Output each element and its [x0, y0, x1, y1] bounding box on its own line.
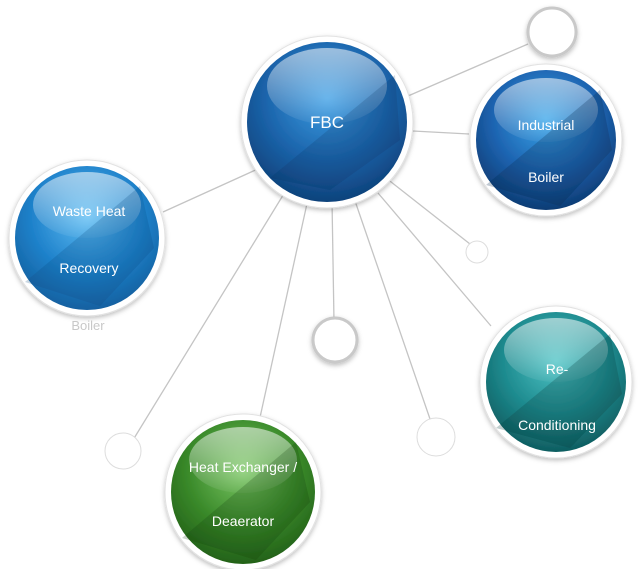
connector-line: [353, 197, 431, 420]
node-reconditioning[interactable]: Re- Conditioning: [479, 305, 633, 459]
node-heat-exchanger-line2: Deaerator: [212, 513, 275, 529]
small-circles: [104, 6, 578, 470]
connector-lines: [132, 43, 529, 441]
node-waste-heat-caption: Boiler: [71, 318, 105, 333]
decorative-ring: [526, 6, 578, 58]
decorative-dot: [416, 417, 456, 457]
node-waste-heat-line2: Recovery: [59, 260, 118, 276]
decorative-ring: [311, 316, 359, 364]
decorative-dot: [465, 240, 489, 264]
connector-line: [132, 191, 286, 441]
node-industrial-boiler[interactable]: Industrial Boiler: [469, 63, 623, 217]
center-node-label: FBC: [310, 113, 344, 132]
node-reconditioning-line1: Re-: [546, 361, 569, 377]
connector-line: [162, 167, 261, 213]
node-heat-exchanger-line1: Heat Exchanger /: [189, 459, 297, 475]
node-reconditioning-line2: Conditioning: [518, 417, 596, 433]
connector-line: [407, 43, 529, 97]
connector-line: [331, 199, 335, 323]
connector-line: [385, 177, 471, 245]
decorative-dot: [104, 432, 142, 470]
connector-line: [412, 130, 470, 135]
connector-line: [258, 198, 309, 423]
node-waste-heat-line1: Waste Heat: [53, 203, 126, 219]
node-industrial-boiler-line1: Industrial: [518, 117, 575, 133]
center-node-fbc[interactable]: FBC: [240, 35, 414, 209]
node-waste-heat-recovery[interactable]: Waste Heat Recovery: [8, 159, 166, 317]
node-heat-exchanger[interactable]: Heat Exchanger / Deaerator: [164, 413, 322, 569]
node-industrial-boiler-line2: Boiler: [528, 169, 564, 185]
connector-line: [377, 192, 492, 327]
